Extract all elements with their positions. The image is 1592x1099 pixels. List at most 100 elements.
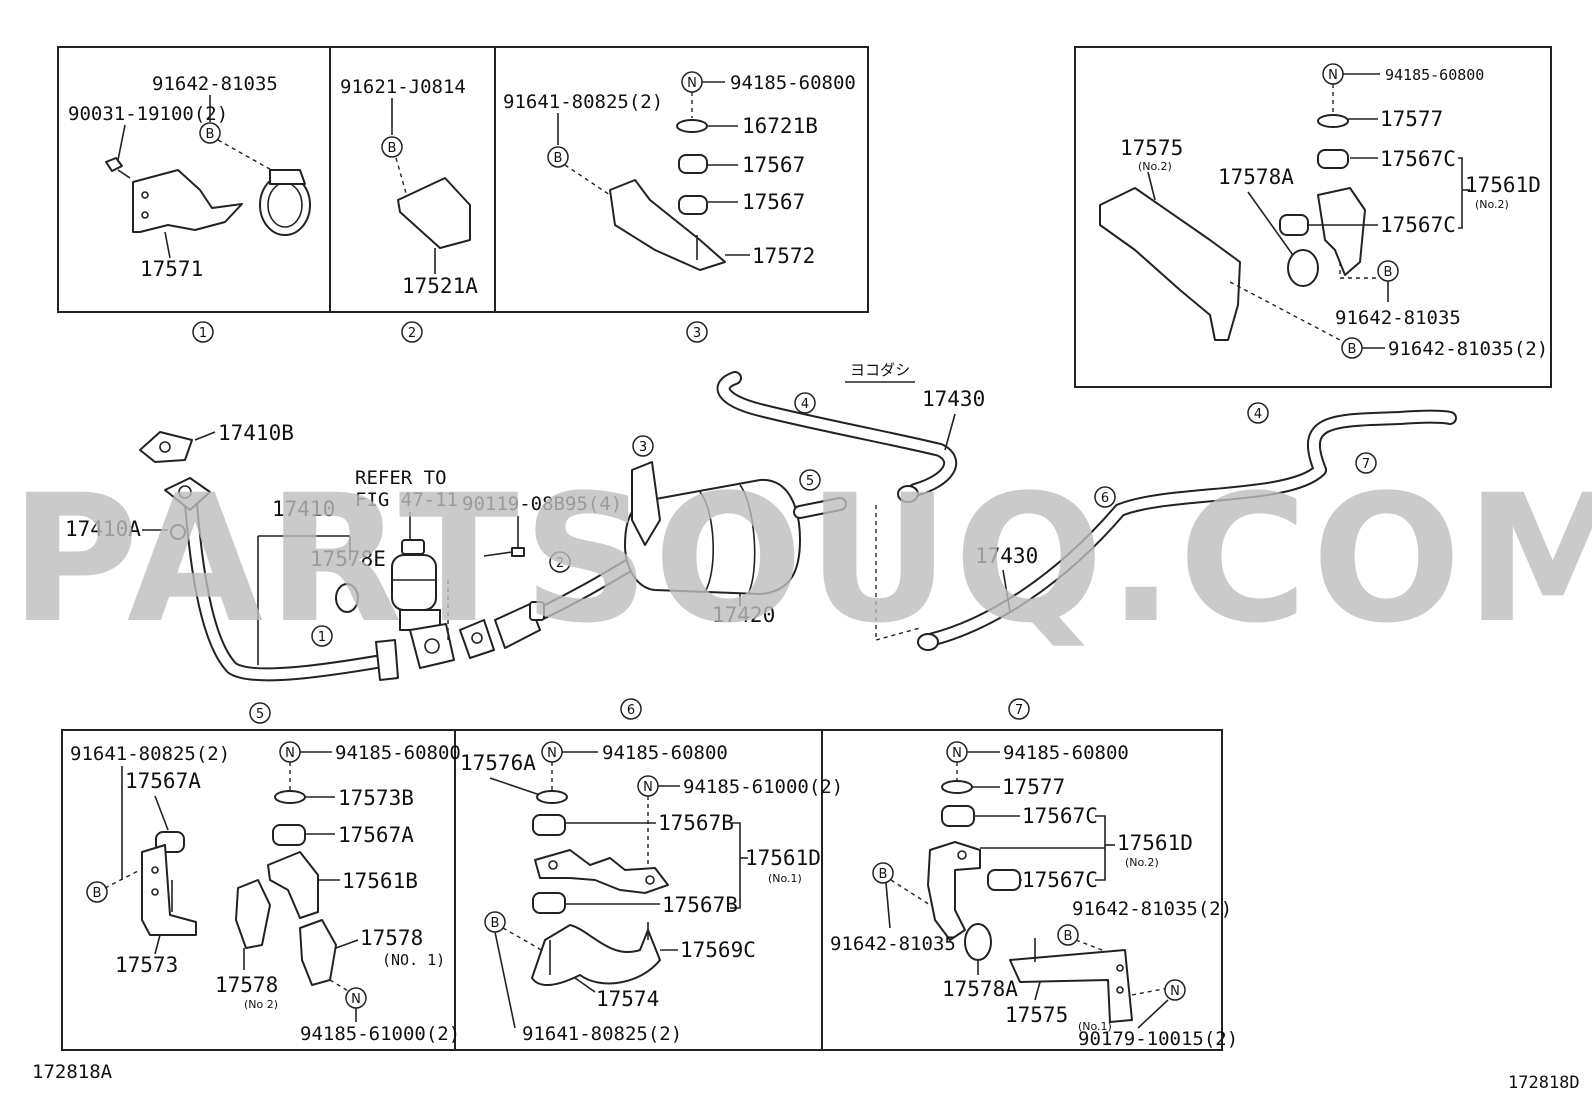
label-17576a[interactable]: 17576A [460,751,536,775]
label-17561d-p7[interactable]: 17561D [1117,831,1193,855]
clamp-17578a-p4 [1287,249,1319,287]
label-17571[interactable]: 17571 [140,257,203,281]
gasket-17410b [139,431,193,463]
diagram-id-right: 172818D [1508,1073,1580,1093]
label-91642-81035-2-p4[interactable]: 91642-81035(2) [1388,338,1548,360]
label-17578-no1[interactable]: 17578 [360,926,423,950]
callout-2-main: 2 [556,556,564,571]
label-17575-p7[interactable]: 17575 [1005,1003,1068,1027]
label-17577-p7[interactable]: 17577 [1002,775,1065,799]
panel-2: 91621-J0814 B 17521A [340,76,478,298]
bolt-icon [872,862,894,884]
bolt-part-icon [105,157,131,179]
label-17567b-lower[interactable]: 17567B [662,893,738,917]
muffler-bracket [631,461,661,546]
cushion-17567c-lower [1279,214,1309,236]
label-17567c-upper-p7[interactable]: 17567C [1022,804,1098,828]
callout-7-bottom: 7 [1015,703,1023,718]
sub-no2-p4: (No.2) [1475,198,1509,211]
bracket-17575-p4 [1099,187,1241,341]
label-90031-19100[interactable]: 90031-19100(2) [68,103,228,125]
flange-front [164,477,211,511]
callout-5-bottom: 5 [256,707,264,722]
label-17578-no2[interactable]: 17578 [215,973,278,997]
cushion-17567b-upper [532,814,566,836]
clamp-17578-no1 [299,919,337,986]
clamp-17578a-p7 [964,923,992,961]
label-91621-j0814[interactable]: 91621-J0814 [340,76,466,98]
callout-6-main: 6 [1101,491,1109,506]
label-94185-61000-p5[interactable]: 94185-61000(2) [300,1023,460,1045]
note-fig-47-11: FIG 47-11 [355,489,458,511]
label-17567a-left[interactable]: 17567A [125,769,201,793]
label-91641-80825-p6[interactable]: 91641-80825(2) [522,1023,682,1045]
bolt-icon-letter: B [1384,265,1393,280]
bolt-icon [86,881,108,903]
label-17578e[interactable]: 17578E [310,547,386,571]
label-17567c-lower-p4[interactable]: 17567C [1380,213,1456,237]
note-jp: ヨコダシ [850,361,910,379]
label-17410b[interactable]: 17410B [218,421,294,445]
callout-6-bottom: 6 [627,703,635,718]
label-17430-lower[interactable]: 17430 [975,544,1038,568]
label-17567a-right[interactable]: 17567A [338,823,414,847]
panel-6: 17576A N 94185-60800 N 94185-61000(2) 17… [460,741,843,1045]
label-17572[interactable]: 17572 [752,244,815,268]
label-91642-81035[interactable]: 91642-81035 [152,73,278,95]
label-17420[interactable]: 17420 [712,603,775,627]
label-94185-60800[interactable]: 94185-60800 [730,72,856,94]
bolt-icon [1057,924,1079,946]
label-90119-08b95[interactable]: 90119-08B95(4) [462,493,622,515]
label-17521a[interactable]: 17521A [402,274,478,298]
bolt-icon [547,146,569,168]
bolt-icon-letter: B [554,151,563,166]
label-90179-10015[interactable]: 90179-10015(2) [1078,1028,1238,1050]
label-17567c-upper-p4[interactable]: 17567C [1380,147,1456,171]
callout-5-main: 5 [806,474,814,489]
label-91642-81035-p7[interactable]: 91642-81035 [830,933,956,955]
sub-no2-17578: (No 2) [244,998,278,1011]
label-17561d-p4[interactable]: 17561D [1465,173,1541,197]
label-17569c[interactable]: 17569C [680,938,756,962]
label-94185-60800-p5[interactable]: 94185-60800 [335,742,461,764]
label-16721b[interactable]: 16721B [742,114,818,138]
label-17567-upper[interactable]: 17567 [742,153,805,177]
label-94185-61000-p6[interactable]: 94185-61000(2) [683,776,843,798]
label-17577-p4[interactable]: 17577 [1380,107,1443,131]
cushion-17567-upper [678,154,708,174]
label-17567b-upper[interactable]: 17567B [658,811,734,835]
label-17578a-p7[interactable]: 17578A [942,977,1018,1001]
detail-box-4-frame [1074,46,1552,388]
label-91642-81035-p4[interactable]: 91642-81035 [1335,307,1461,329]
label-17430-upper[interactable]: 17430 [922,387,985,411]
label-17578a-p4[interactable]: 17578A [1218,165,1294,189]
label-94185-60800-p4[interactable]: 94185-60800 [1385,66,1484,84]
label-91642-81035-2-p7[interactable]: 91642-81035(2) [1072,898,1232,920]
callout-7-main: 7 [1362,457,1370,472]
label-17573b[interactable]: 17573B [338,786,414,810]
label-17410a[interactable]: 17410A [65,517,141,541]
bolt-icon [381,136,403,158]
label-17567-lower[interactable]: 17567 [742,190,805,214]
label-17561b[interactable]: 17561B [342,869,418,893]
label-17567c-lower-p7[interactable]: 17567C [1022,868,1098,892]
nut-icon-letter: N [643,780,653,795]
bolt-icon-letter: B [491,916,500,931]
callout-3-top: 3 [693,326,701,341]
bracket-17561d-p7 [927,841,981,941]
washer-17577 [1317,114,1349,128]
label-17573[interactable]: 17573 [115,953,178,977]
label-17574[interactable]: 17574 [596,987,659,1011]
label-91641-80825-p5[interactable]: 91641-80825(2) [70,743,230,765]
label-17410[interactable]: 17410 [272,497,335,521]
label-94185-60800-p7[interactable]: 94185-60800 [1003,742,1129,764]
label-17575-p4[interactable]: 17575 [1120,136,1183,160]
bracket-17561d-p4 [1317,187,1366,276]
callout-2-top: 2 [408,326,416,341]
label-17561d-p6[interactable]: 17561D [745,846,821,870]
diagram-id-left: 172818A [32,1061,113,1083]
label-91641-80825[interactable]: 91641-80825(2) [503,91,663,113]
label-94185-60800-p6[interactable]: 94185-60800 [602,742,728,764]
bracket-17573 [141,844,197,936]
